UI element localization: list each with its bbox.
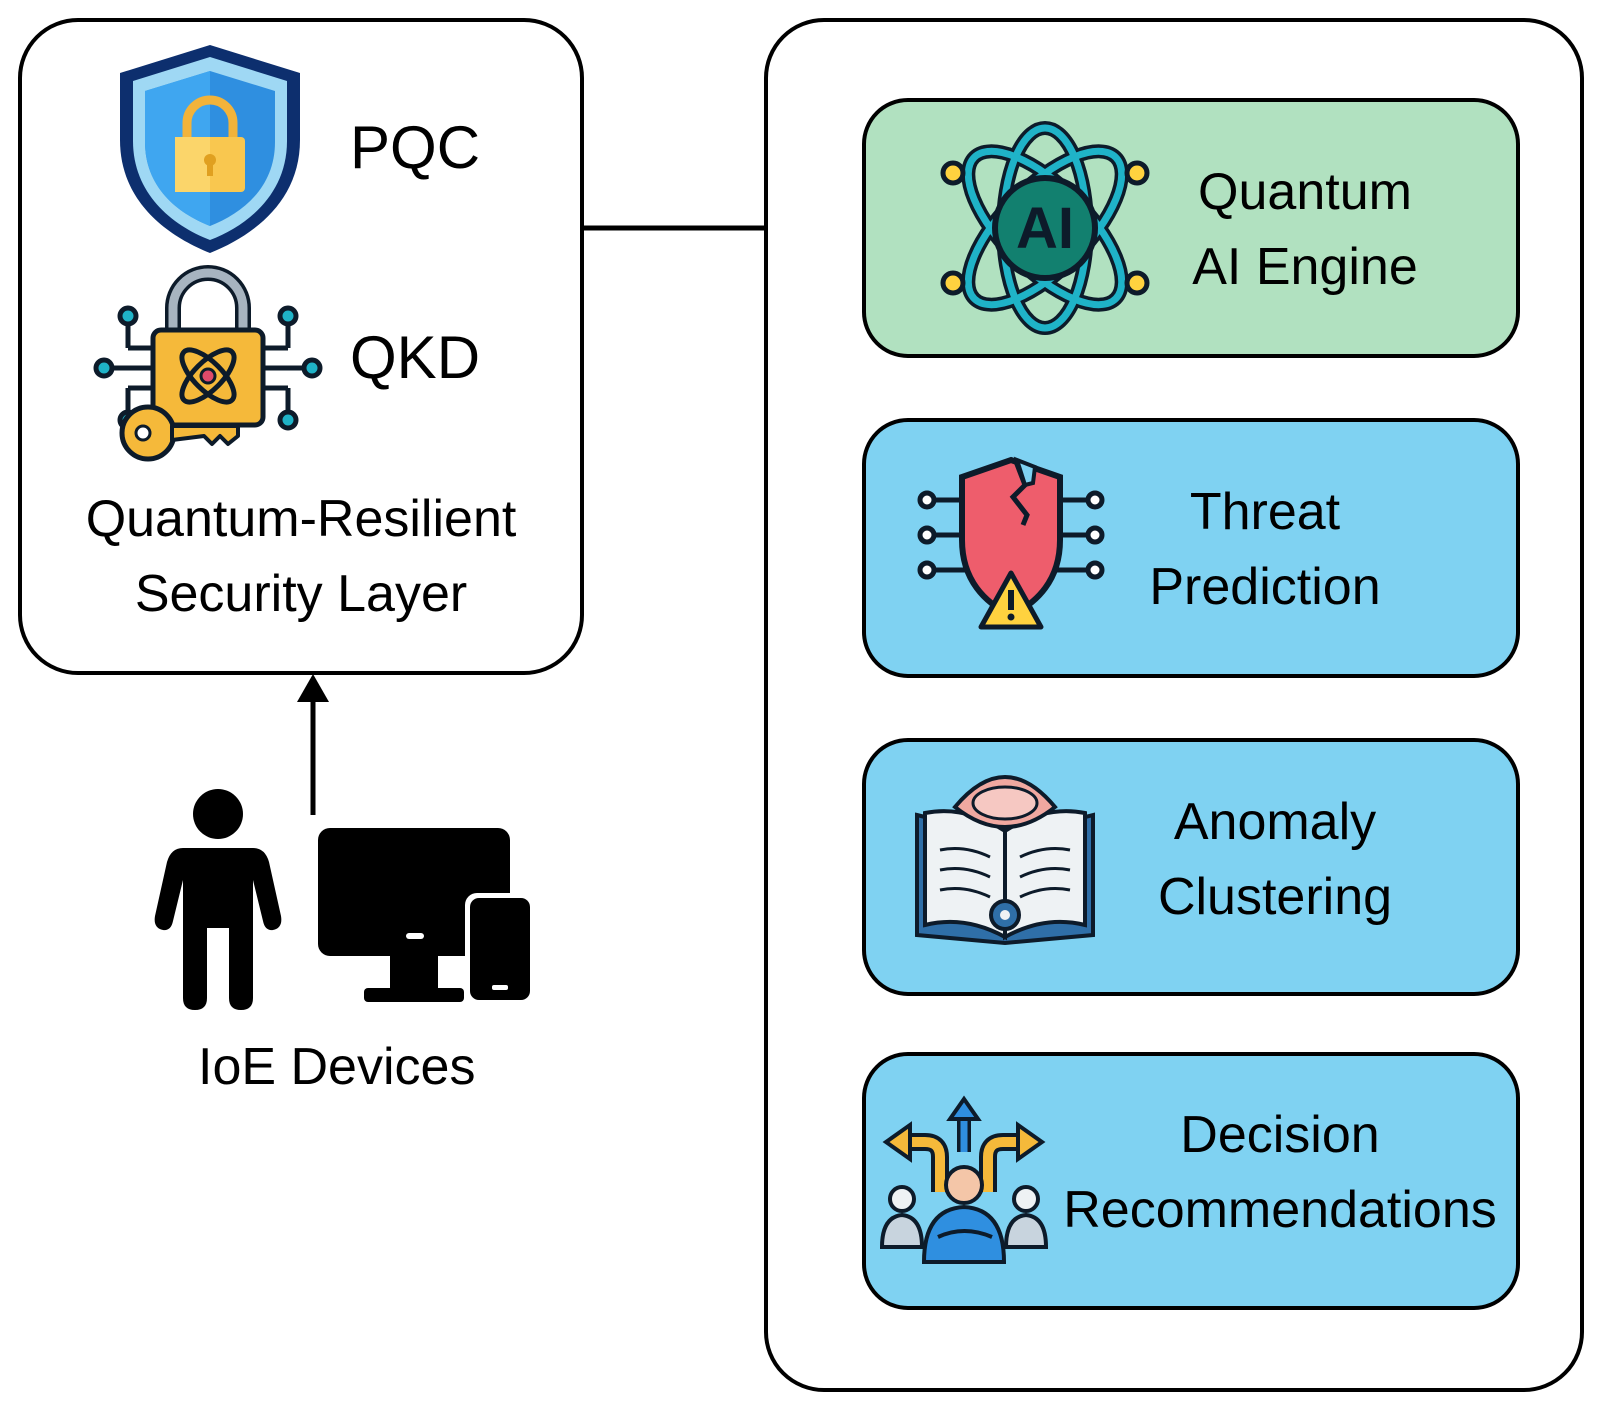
decision-arrows-person-icon [879, 1095, 1049, 1264]
mobile-phone-icon [465, 893, 535, 1005]
pqc-label: PQC [350, 114, 481, 181]
stage-anomaly-clustering-line1: Anomaly [1173, 793, 1377, 851]
ioe-devices-label: IoE Devices [198, 1038, 476, 1096]
atom-ai-icon-text: AI [1016, 196, 1074, 261]
stage-quantum-ai-engine [862, 98, 1520, 358]
open-book-eye-icon [915, 775, 1095, 946]
stage-decision-recommendations-line1: Decision [1180, 1106, 1380, 1164]
atom-ai-icon: AI [940, 121, 1150, 335]
arrow-devices-to-security [297, 674, 329, 815]
shield-lock-icon [120, 45, 300, 253]
desktop-monitor-icon [318, 828, 510, 1002]
security-layer-title-line1: Quantum-Resilient [85, 490, 517, 548]
security-layer-title-line2: Security Layer [134, 565, 468, 623]
stage-quantum-ai-engine-line1: Quantum [1198, 163, 1412, 221]
stage-quantum-ai-engine-line2: AI Engine [1192, 238, 1418, 296]
circuit-padlock-key-icon [93, 265, 323, 462]
person-icon [154, 789, 282, 1010]
stage-threat-prediction-line2: Prediction [1149, 558, 1381, 616]
stage-threat-prediction-line1: Threat [1189, 483, 1341, 541]
broken-shield-warning-icon [917, 456, 1105, 630]
qkd-label: QKD [350, 324, 481, 391]
security-layer-box [18, 18, 584, 675]
stage-anomaly-clustering-line2: Clustering [1157, 868, 1393, 926]
stage-decision-recommendations-line2: Recommendations [1063, 1181, 1497, 1239]
